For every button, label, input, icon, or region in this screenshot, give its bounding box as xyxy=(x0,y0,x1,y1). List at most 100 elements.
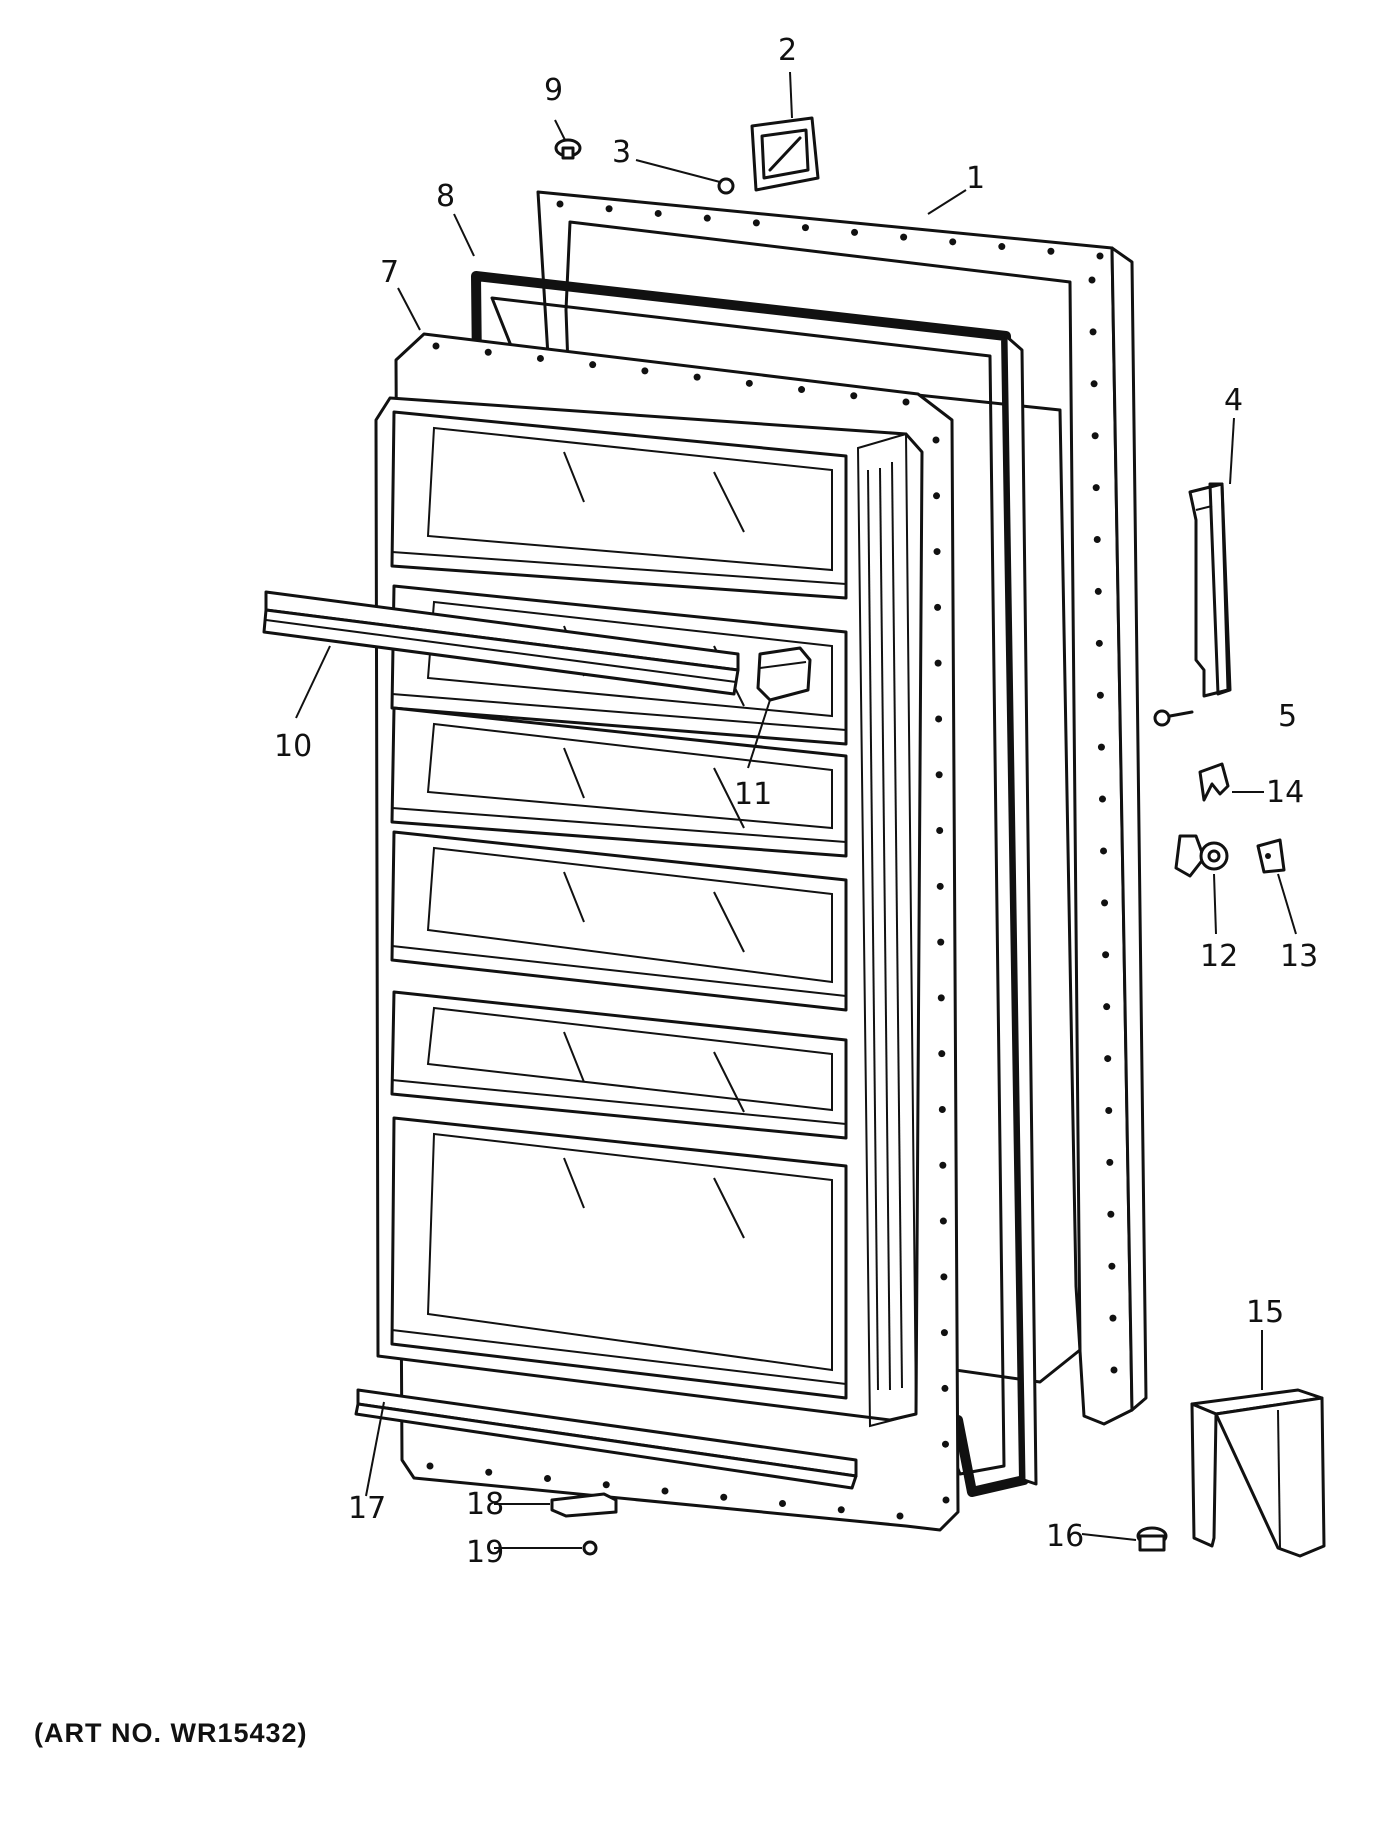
screw-hole xyxy=(940,1273,948,1281)
screw-hole xyxy=(1093,536,1101,544)
screw-hole xyxy=(1108,1262,1116,1270)
screw-hole xyxy=(1089,328,1097,336)
callout-18: 18 xyxy=(466,1487,504,1522)
screw-hole xyxy=(1088,276,1096,284)
callout-5: 5 xyxy=(1278,699,1297,734)
screw-hole xyxy=(941,1440,949,1448)
screw-hole xyxy=(703,214,711,222)
shelf-lip xyxy=(391,1329,847,1385)
screw-hole xyxy=(1096,252,1104,260)
screw-hole xyxy=(939,1161,947,1169)
glare-mark xyxy=(713,471,745,533)
callout-7: 7 xyxy=(380,255,399,290)
shelf-bin xyxy=(390,1116,848,1400)
plug-9 xyxy=(554,138,582,160)
glare-mark xyxy=(713,891,745,953)
shelf-bin-inner xyxy=(426,1006,833,1112)
screw-hole xyxy=(589,361,597,369)
screw-hole xyxy=(932,436,940,444)
shelf-bin xyxy=(390,990,848,1140)
screw-hole xyxy=(940,1329,948,1337)
screw-hole xyxy=(941,1384,949,1392)
shelf-lip xyxy=(391,1079,847,1125)
screw-hole xyxy=(1047,247,1055,255)
screw-hole xyxy=(801,224,809,232)
glare-mark xyxy=(713,1177,745,1239)
callout-14: 14 xyxy=(1266,775,1304,810)
screw-hole xyxy=(934,603,942,611)
screw-hole xyxy=(896,1512,904,1520)
callout-8: 8 xyxy=(436,179,455,214)
screw-hole xyxy=(933,548,941,556)
screw-hole xyxy=(654,209,662,217)
callout-15: 15 xyxy=(1246,1295,1284,1330)
glare-mark xyxy=(563,1157,585,1209)
screw-hole xyxy=(934,659,942,667)
screw-hole xyxy=(536,354,544,362)
callout-11: 11 xyxy=(734,777,772,812)
screw-hole xyxy=(942,1496,950,1504)
screw-hole xyxy=(485,1468,493,1476)
callout-13: 13 xyxy=(1280,939,1318,974)
screw-hole xyxy=(605,205,613,213)
door-handle xyxy=(1188,482,1232,698)
screw-hole xyxy=(938,1105,946,1113)
shelf-lip xyxy=(391,807,847,843)
screw-hole xyxy=(432,342,440,350)
callout-2: 2 xyxy=(778,33,797,68)
callout-9: 9 xyxy=(544,73,563,108)
screw-hole xyxy=(936,827,944,835)
latch-strike xyxy=(1256,838,1286,874)
outer-door-panel xyxy=(536,190,1148,1426)
screw-hole xyxy=(556,200,564,208)
screw-hole xyxy=(851,228,859,236)
screw-hole xyxy=(935,771,943,779)
screw-19 xyxy=(582,1540,598,1556)
screw-hole xyxy=(1097,743,1105,751)
glare-mark xyxy=(563,747,585,799)
screw-hole xyxy=(661,1487,669,1495)
screw-hole xyxy=(752,219,760,227)
callout-labels: 2 9 3 1 8 7 4 5 10 11 14 12 13 15 17 18 … xyxy=(274,33,1318,1570)
hinge-cover xyxy=(1190,1388,1326,1558)
screw-hole xyxy=(1104,1055,1112,1063)
shelf-lip xyxy=(391,693,847,731)
screw-hole xyxy=(1110,1366,1118,1374)
latch-bracket xyxy=(1198,762,1230,802)
screw-hole xyxy=(939,1217,947,1225)
screw-hole xyxy=(745,379,753,387)
screw-hole xyxy=(937,994,945,1002)
screw-hole xyxy=(933,492,941,500)
screw-hole xyxy=(1096,691,1104,699)
screw-hole xyxy=(1095,639,1103,647)
shelf-bin-inner xyxy=(426,1132,833,1372)
shelf-bin-inner xyxy=(426,722,833,830)
screw-hole xyxy=(602,1481,610,1489)
door-shelves xyxy=(390,410,848,1400)
screw-hole xyxy=(1105,1106,1113,1114)
hinge-plate xyxy=(750,116,820,192)
screw-hole xyxy=(1091,432,1099,440)
screw-hole xyxy=(1092,484,1100,492)
shelf-bin xyxy=(390,830,848,1012)
bottom-trim xyxy=(354,1388,858,1490)
screw-hole xyxy=(1100,847,1108,855)
screw-hole xyxy=(902,398,910,406)
bar-end-cap xyxy=(756,646,812,702)
screw-hole xyxy=(850,392,858,400)
glare-mark xyxy=(563,451,585,503)
screw-hole xyxy=(937,938,945,946)
screw-hole xyxy=(1101,899,1109,907)
screw-hole xyxy=(779,1500,786,1507)
callout-19: 19 xyxy=(466,1535,504,1570)
screw-hole xyxy=(641,367,649,375)
screw-hole xyxy=(1102,951,1110,959)
screw-hole xyxy=(935,715,943,723)
shelf-lip xyxy=(391,945,847,997)
screw-hole xyxy=(720,1493,728,1501)
screw-hole xyxy=(544,1475,551,1482)
screw-hole xyxy=(693,373,701,381)
bracket-18 xyxy=(550,1492,618,1518)
art-number: (ART NO. WR15432) xyxy=(34,1718,308,1748)
